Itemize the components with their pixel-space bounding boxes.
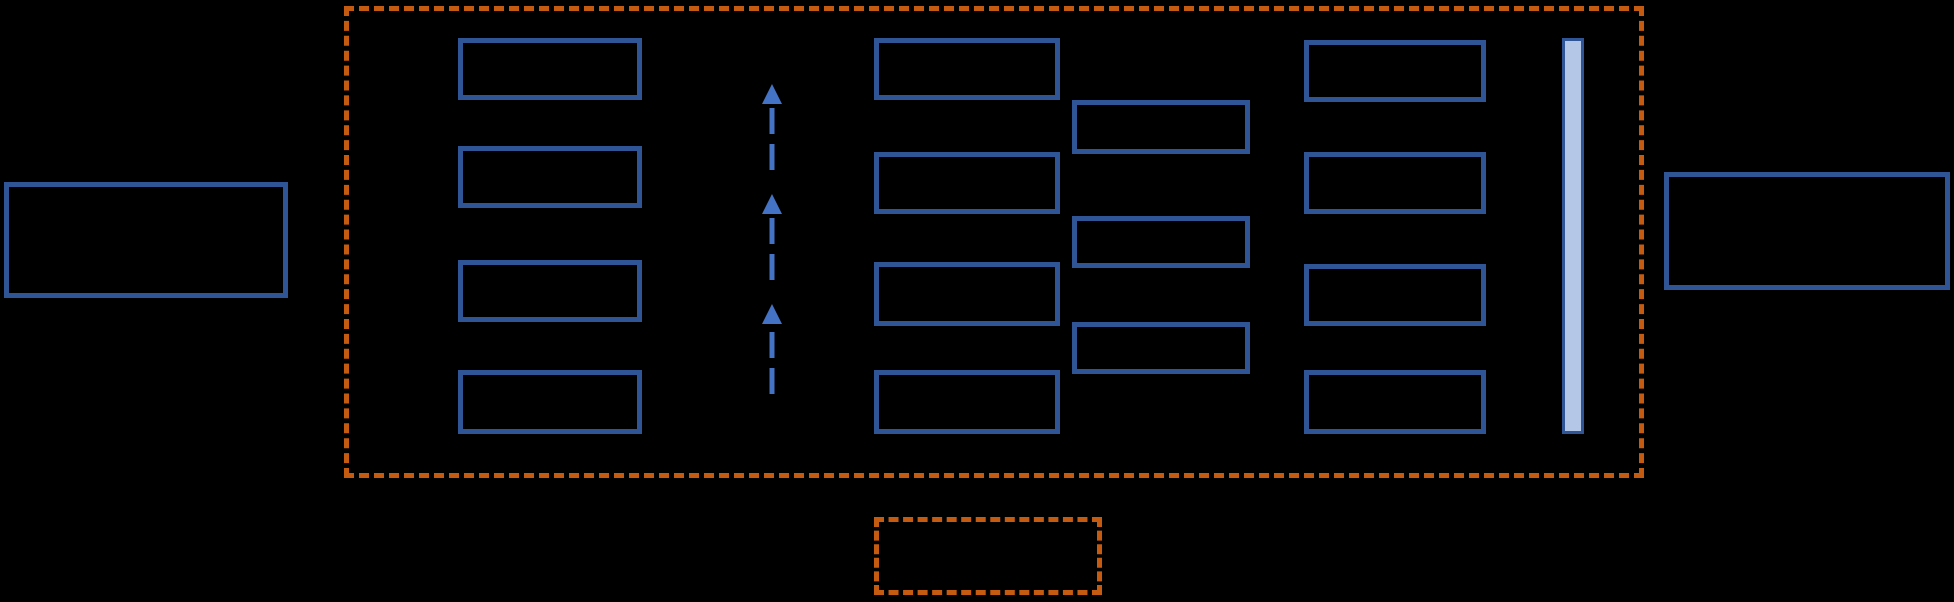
column-2-box-3[interactable] bbox=[874, 262, 1060, 326]
column-1-box-4[interactable] bbox=[458, 370, 642, 434]
column-4-box-2[interactable] bbox=[1304, 152, 1486, 214]
column-4-box-1[interactable] bbox=[1304, 40, 1486, 102]
left-node[interactable] bbox=[4, 182, 288, 298]
dashed-arrow-up-2 bbox=[760, 192, 784, 280]
main-dashed-group[interactable] bbox=[344, 6, 1644, 478]
column-3-box-2[interactable] bbox=[1072, 216, 1250, 268]
column-3-box-3[interactable] bbox=[1072, 322, 1250, 374]
right-node[interactable] bbox=[1664, 172, 1950, 290]
bottom-dashed-group[interactable] bbox=[874, 517, 1102, 595]
column-1-box-3[interactable] bbox=[458, 260, 642, 322]
dashed-arrow-up-3 bbox=[760, 302, 784, 394]
column-1-box-2[interactable] bbox=[458, 146, 642, 208]
vertical-bar[interactable] bbox=[1562, 38, 1584, 434]
column-2-box-4[interactable] bbox=[874, 370, 1060, 434]
column-3-box-1[interactable] bbox=[1072, 100, 1250, 154]
column-2-box-1[interactable] bbox=[874, 38, 1060, 100]
column-1-box-1[interactable] bbox=[458, 38, 642, 100]
dashed-arrow-up-1 bbox=[760, 82, 784, 170]
column-2-box-2[interactable] bbox=[874, 152, 1060, 214]
column-4-box-4[interactable] bbox=[1304, 370, 1486, 434]
column-4-box-3[interactable] bbox=[1304, 264, 1486, 326]
